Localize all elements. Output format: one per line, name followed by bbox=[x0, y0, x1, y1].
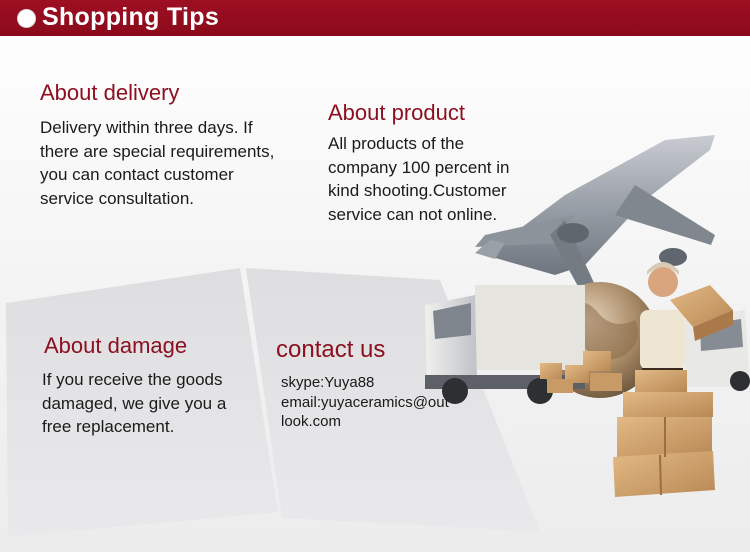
damage-text: If you receive the goods damaged, we giv… bbox=[42, 370, 227, 436]
bullet-icon bbox=[17, 9, 36, 28]
contact-panel bbox=[246, 268, 540, 532]
delivery-heading: About delivery bbox=[40, 80, 180, 105]
box-stack bbox=[613, 370, 715, 497]
product-heading: About product bbox=[328, 100, 465, 125]
contact-email-line1: email:yuyaceramics@out bbox=[281, 394, 449, 411]
product-text: All products of the company 100 percent … bbox=[328, 134, 510, 224]
logistics-illustration bbox=[425, 135, 750, 497]
contact-skype: skype:Yuya88 bbox=[281, 374, 375, 391]
contact-email-line2: look.com bbox=[281, 413, 342, 430]
airplane-icon bbox=[475, 135, 715, 290]
small-box-stack bbox=[540, 351, 622, 393]
contact-heading: contact us bbox=[276, 336, 386, 363]
header-bar: Shopping Tips bbox=[0, 0, 750, 36]
damage-panel bbox=[6, 268, 278, 537]
cardboard-box-icon bbox=[670, 285, 733, 341]
damage-heading: About damage bbox=[44, 333, 188, 358]
page-title: Shopping Tips bbox=[42, 3, 220, 31]
delivery-text: Delivery within three days. If there are… bbox=[40, 118, 275, 208]
